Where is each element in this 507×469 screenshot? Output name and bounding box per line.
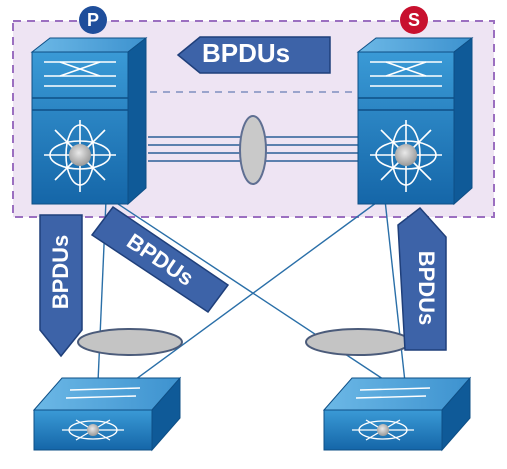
right-access-switch [322, 376, 472, 452]
right-port-channel [305, 328, 411, 356]
top-bpdu-arrow [176, 36, 331, 74]
secondary-nexus-switch [356, 36, 474, 206]
nexus-core-switch-icon [44, 120, 116, 192]
access-switch-icon [352, 419, 414, 441]
right-bpdu-arrow [397, 206, 447, 351]
nexus-core-switch-icon [370, 120, 442, 192]
left-access-switch [32, 376, 182, 452]
left-bpdu-arrow [39, 214, 83, 358]
middle-bpdu-arrow [90, 205, 230, 314]
primary-nexus-switch [30, 36, 148, 206]
access-switch-icon [62, 419, 124, 441]
left-port-channel [77, 328, 183, 356]
peer-link-port-channel [239, 115, 267, 185]
